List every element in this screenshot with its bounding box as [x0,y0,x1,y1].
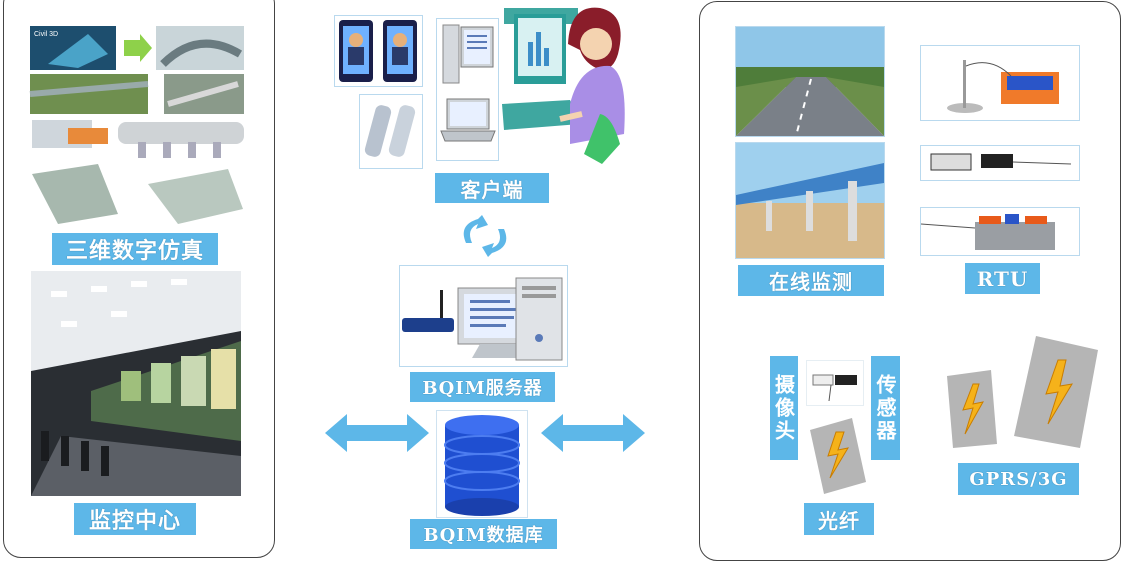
right-double-arrow [541,414,645,452]
fiber-lightning-icon [806,416,870,496]
server-box [399,265,568,367]
pda-devices [359,94,423,169]
rtu-device-photo-1 [920,45,1080,121]
gprs-lightning-icon-large [1014,336,1098,448]
server-label: BQIM服务器 [410,372,555,402]
mobile-devices-group [334,15,423,87]
client-label: 客户端 [435,173,549,203]
camera-label: 摄像头 [770,356,798,460]
online-monitoring-label: 在线监测 [738,265,884,296]
gprs-label: GPRS/3G [958,463,1079,495]
left-double-arrow [325,414,429,452]
rtu-label: RTU [965,263,1040,294]
simulation-image-collage: Civil 3D [28,24,248,234]
rtu-device-photo-3 [920,207,1080,256]
simulation-label: 三维数字仿真 [52,233,218,265]
database-label: BQIM数据库 [410,519,557,549]
fiber-label: 光纤 [804,503,874,535]
svg-text:Civil 3D: Civil 3D [34,31,58,38]
desktop-and-laptop [436,18,499,161]
sync-icon [452,213,518,259]
gprs-lightning-icon-small [945,370,999,450]
bridge-photo [735,142,885,259]
monitoring-center-image [31,271,241,496]
operator-at-computer [500,4,630,169]
camera-photo [806,360,864,406]
rtu-device-photo-2 [920,145,1080,181]
monitoring-center-label: 监控中心 [74,503,196,535]
highway-photo [735,26,885,137]
database-cylinder [436,410,528,518]
sensor-label: 传感器 [871,356,900,460]
